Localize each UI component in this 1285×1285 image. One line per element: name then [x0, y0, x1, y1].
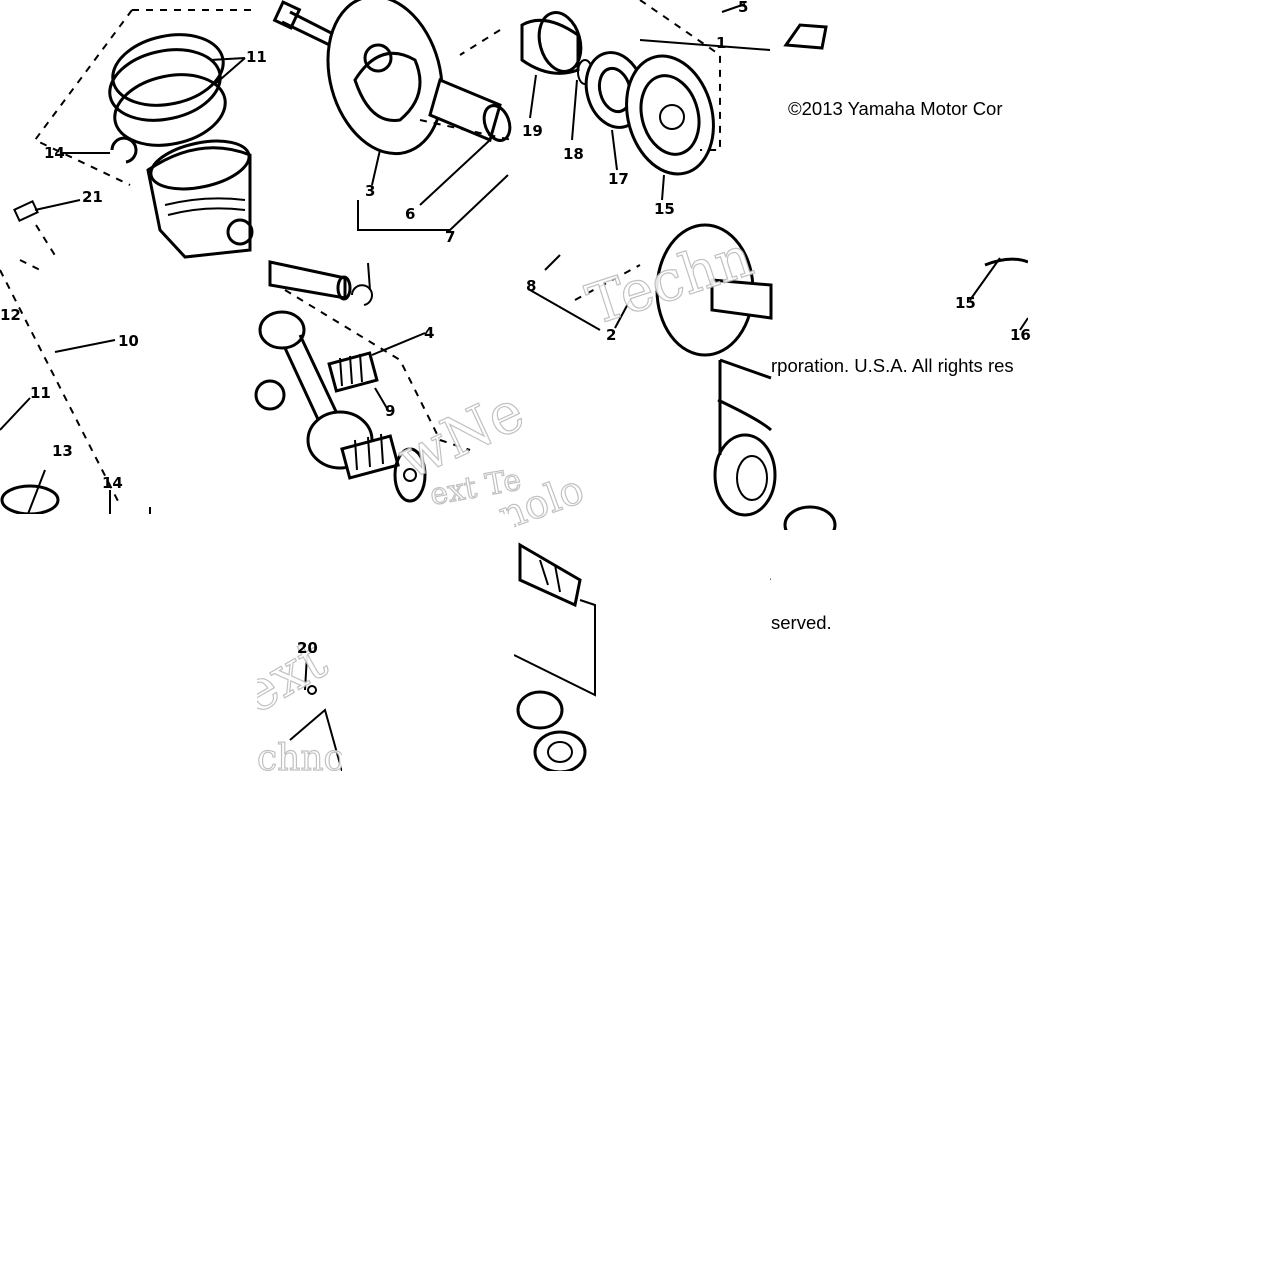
- crankshaft-right-half: [655, 223, 777, 517]
- callout-14: 14: [44, 144, 65, 162]
- crank-pin: [428, 77, 512, 143]
- callout-12: 11: [246, 48, 267, 66]
- crankcase-drain-plug: [307, 685, 317, 695]
- dowel-pin: [13, 200, 39, 222]
- callout-6: 6: [405, 205, 415, 223]
- thrust-washer: [393, 447, 427, 503]
- callout-2: 2: [606, 326, 616, 344]
- copyright-line-3: served.: [771, 613, 832, 633]
- callout-20: 20: [297, 639, 318, 657]
- callout-4: 4: [424, 324, 434, 342]
- callout-17: 17: [608, 170, 629, 188]
- dashed-group-piston: [33, 9, 257, 258]
- callout-12b: 12: [0, 306, 21, 324]
- piston-ring-set: [108, 33, 227, 147]
- copyright-line-2: rporation. U.S.A. All rights res: [771, 356, 1014, 376]
- callout-21: 21: [82, 188, 103, 206]
- callout-18: 18: [563, 145, 584, 163]
- callout-7: 7: [445, 228, 455, 246]
- piston-pin-clip: [110, 136, 138, 164]
- small-end-pin: [268, 260, 352, 301]
- callout-8: 8: [526, 277, 536, 295]
- callout-labels: 11 14 21 3 6 7 19 18 17 15 5 1 10 11 12 …: [0, 0, 1031, 657]
- callout-5: 5: [738, 0, 748, 16]
- spacer-collar: [520, 11, 583, 75]
- callout-1: 1: [716, 34, 726, 52]
- callout-19: 19: [522, 122, 543, 140]
- callout-16: 16: [1010, 326, 1031, 344]
- callout-14b: 14: [102, 474, 123, 492]
- needle-bearing: [327, 351, 379, 393]
- crankshaft-left-half: [272, 0, 444, 156]
- ball-bearing: [625, 54, 715, 176]
- callout-10: 10: [118, 332, 139, 350]
- callout-11: 11: [30, 384, 51, 402]
- front-arrow-icon: [783, 23, 828, 50]
- crankshaft-end-journal: [513, 542, 596, 774]
- copyright-line-1: ©2013 Yamaha Motor Cor: [788, 99, 1003, 119]
- callout-9: 9: [385, 402, 395, 420]
- piston: [146, 139, 254, 259]
- callout-3: 3: [365, 182, 375, 200]
- callout-13: 13: [52, 442, 73, 460]
- crank-cutout-dashes: [574, 264, 641, 301]
- callout-15b: 15: [955, 294, 976, 312]
- crank-bearing: [340, 433, 400, 480]
- callout-15: 15: [654, 200, 675, 218]
